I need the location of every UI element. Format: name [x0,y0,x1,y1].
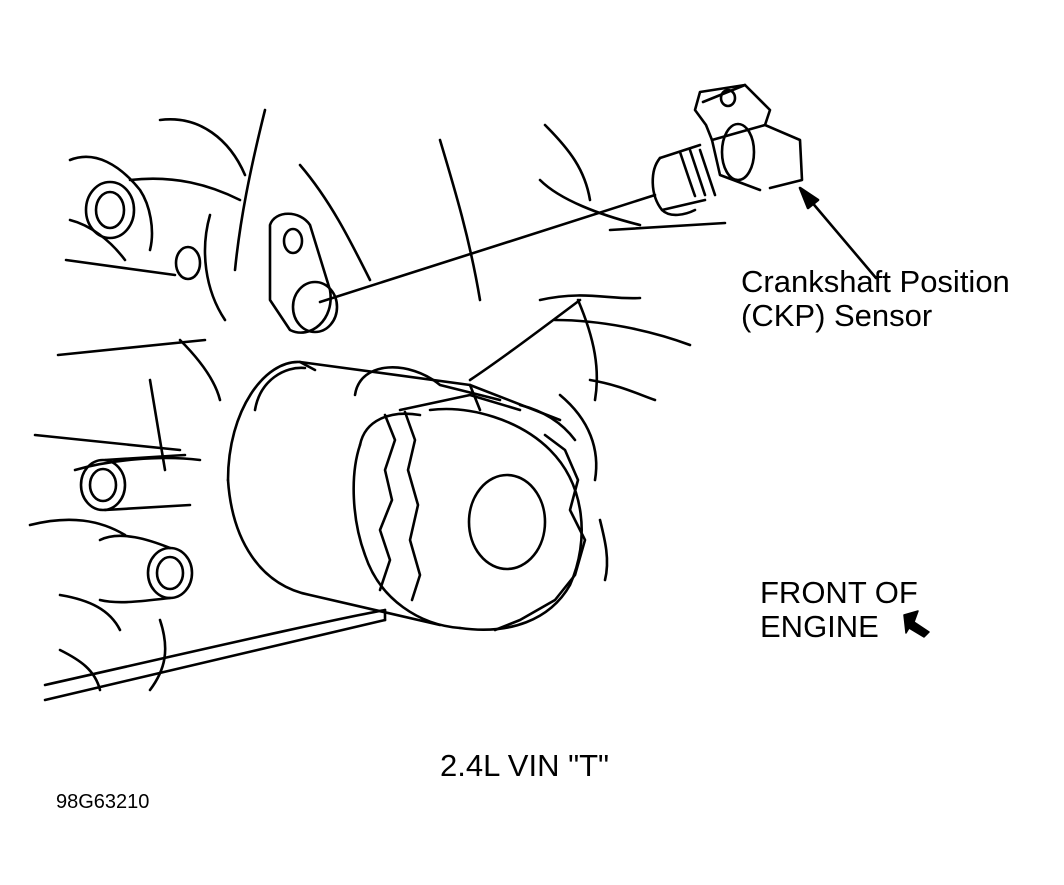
base-line [43,618,387,702]
ckp-pointer-line [808,198,878,280]
engine-caption: 2.4L VIN "T" [440,748,610,783]
ckp-sensor [651,83,804,217]
sensor-label-line-2: (CKP) Sensor [741,298,933,333]
engine-block [43,108,727,687]
sensor-label-line-1: Crankshaft Position [741,264,1010,299]
sensor-to-bore-line [318,193,657,304]
figure-code: 98G63210 [56,791,150,813]
leader-lines [43,186,878,702]
ckp-arrowhead [798,186,820,210]
front-label-line-2: ENGINE [760,609,879,644]
bracket-holes [84,180,339,334]
crankshaft-sprocket [226,360,587,632]
front-arrow-icon [903,610,930,638]
coolant-fittings [28,433,202,692]
front-label-line-1: FRONT OF [760,575,918,610]
